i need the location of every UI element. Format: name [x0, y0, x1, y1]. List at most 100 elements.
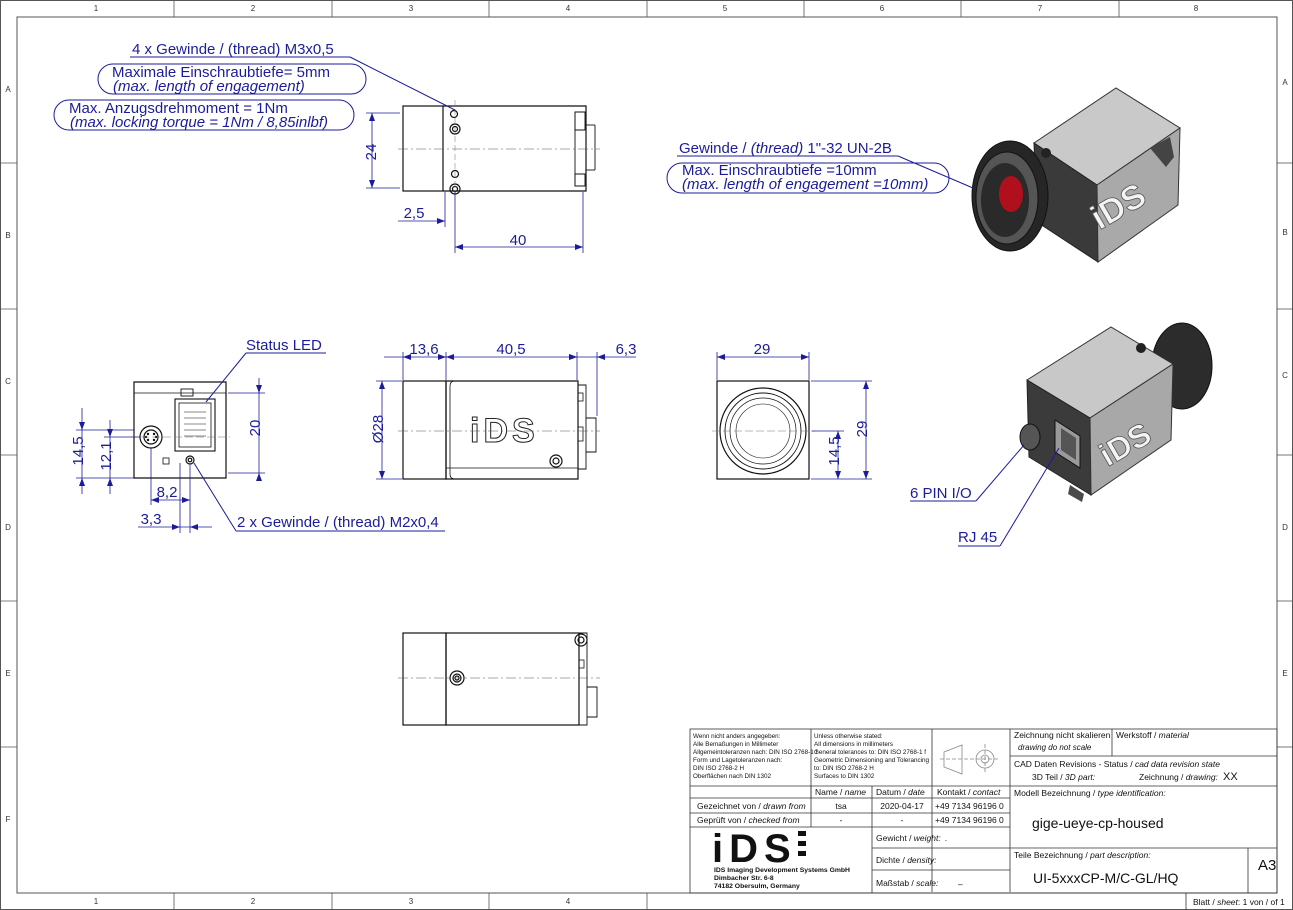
- depth-5-label: Maximale Einschraubtiefe= 5mm: [112, 64, 330, 81]
- iso-view-connector: iDS: [1019, 322, 1213, 502]
- sheet-size: A3: [1258, 857, 1276, 874]
- dim-28: Ø28: [370, 415, 387, 443]
- col-label: 1: [94, 4, 99, 13]
- depth-10-label-en: (max. length of engagement =10mm): [682, 176, 928, 193]
- row-label: C: [1282, 371, 1288, 380]
- drawn-date: 2020-04-17: [880, 801, 924, 811]
- company-logo: iDS: [712, 827, 806, 871]
- side-view: iDS: [398, 380, 600, 480]
- logo-wordmark: iDS: [712, 827, 797, 871]
- row-label: E: [5, 669, 10, 678]
- row-label: F: [6, 815, 11, 824]
- drawing-state-value: XX: [1223, 771, 1238, 783]
- col-label: 7: [1038, 4, 1043, 13]
- company-address: IDS Imaging Development Systems GmbH Dim…: [714, 867, 850, 890]
- dim-14-5-left: 14,5: [70, 436, 87, 465]
- dim-12-1: 12,1: [98, 441, 115, 470]
- svg-text:to: DIN ISO 2768-2 H: to: DIN ISO 2768-2 H: [814, 765, 874, 772]
- scale-label: Maßstab / scale:: [876, 878, 939, 888]
- dim-14-5-right: 14,5: [826, 436, 843, 465]
- model-label: Modell Bezeichnung / type identification…: [1014, 788, 1166, 798]
- no-scale-label: Zeichnung nicht skalieren: [1014, 730, 1111, 740]
- front-view: [130, 381, 230, 479]
- torque-label: Max. Anzugsdrehmoment = 1Nm: [69, 100, 288, 117]
- drawn-contact: +49 7134 96196 0: [935, 801, 1004, 811]
- depth-5-label-en: (max. length of engagement): [113, 78, 305, 95]
- general-notes: Wenn nicht anders angegeben: Alle Bemaßu…: [693, 733, 930, 780]
- rj45-label: RJ 45: [958, 529, 997, 546]
- status-led-label: Status LED: [246, 337, 322, 354]
- title-block-fields: Zeichnung nicht skalieren drawing do not…: [697, 730, 1285, 907]
- top-view: [398, 100, 600, 200]
- row-label: E: [1282, 669, 1287, 678]
- thread-m3-callout: 4 x Gewinde / (thread) M3x0,5: [132, 41, 334, 58]
- c-thread-callout: Gewinde / (thread) 1"-32 UN-2B: [679, 140, 892, 157]
- callout-frames: [53, 56, 1060, 547]
- row-label: D: [1282, 523, 1288, 532]
- scale-value: –: [958, 879, 963, 889]
- dimension-arrows: [79, 113, 869, 530]
- lens-view: [712, 380, 815, 480]
- torque-label-en: (max. locking torque = 1Nm / 8,85inlbf): [70, 114, 328, 131]
- col-date: Datum / date: [876, 787, 925, 797]
- weight-label: Gewicht / weight:.: [876, 833, 947, 843]
- col-label: 3: [409, 897, 414, 906]
- thread-m2-callout: 2 x Gewinde / (thread) M2x0,4: [237, 514, 439, 531]
- dim-24: 24: [363, 144, 380, 161]
- svg-text:All dimensions in millimeters: All dimensions in millimeters: [814, 741, 893, 748]
- grid-labels: 1 2 3 4 5 6 7 8 1 2 3 4 A B C D E F A B …: [5, 4, 1288, 906]
- svg-text:Unless otherwise stated:: Unless otherwise stated:: [814, 733, 883, 740]
- checked-by-name: -: [840, 815, 843, 825]
- material-label: Werkstoff / material: [1116, 730, 1190, 740]
- svg-text:Allgemeintoleranzen nach: DIN: Allgemeintoleranzen nach: DIN ISO 2768-1…: [693, 749, 818, 756]
- no-scale-label-en: drawing do not scale: [1018, 743, 1092, 752]
- svg-text:Geometric Dimensioning and Tol: Geometric Dimensioning and Tolerancing: [814, 757, 930, 764]
- projection-symbol: [940, 744, 999, 775]
- row-label: D: [5, 523, 11, 532]
- col-label: 2: [251, 897, 256, 906]
- col-name: Name / name: [815, 787, 866, 797]
- col-label: 4: [566, 897, 571, 906]
- drawn-by-label: Gezeichnet von / drawn from: [697, 801, 806, 811]
- dim-40-5: 40,5: [496, 341, 525, 358]
- col-label: 1: [94, 897, 99, 906]
- svg-text:Surfaces to DIN 1302: Surfaces to DIN 1302: [814, 773, 875, 780]
- part3d-label: 3D Teil / 3D part:: [1032, 772, 1096, 782]
- cad-status-label: CAD Daten Revisions - Status / cad data …: [1014, 759, 1220, 769]
- col-label: 4: [566, 4, 571, 13]
- svg-text:Alle Bemaßungen in Millimeter: Alle Bemaßungen in Millimeter: [693, 741, 778, 748]
- svg-text:General tolerances to: DIN ISO: General tolerances to: DIN ISO 2768-1 f: [814, 749, 926, 756]
- row-label: A: [5, 85, 11, 94]
- dim-8-2: 8,2: [157, 484, 178, 501]
- bottom-view: [398, 632, 600, 726]
- dim-2-5: 2,5: [404, 205, 425, 222]
- depth-10-label: Max. Einschraubtiefe =10mm: [682, 162, 877, 179]
- col-label: 2: [251, 4, 256, 13]
- part-value: UI-5xxxCP-M/C-GL/HQ: [1033, 870, 1179, 886]
- drawn-by-name: tsa: [835, 801, 847, 811]
- title-block-lines: [689, 728, 1278, 910]
- row-label: B: [5, 231, 10, 240]
- row-label: A: [1282, 78, 1288, 87]
- density-label: Dichte / density:: [876, 855, 937, 865]
- col-label: 5: [723, 4, 728, 13]
- dimension-values: 24 2,5 40 13,6 40,5 6,3 Ø28 29 29 14,5 1…: [70, 144, 871, 528]
- dimension-lines: [76, 112, 872, 533]
- checked-by-label: Geprüft von / checked from: [697, 815, 800, 825]
- svg-text:Dimbacher Str. 6-8: Dimbacher Str. 6-8: [714, 875, 774, 882]
- dim-40: 40: [510, 232, 527, 249]
- col-label: 6: [880, 4, 885, 13]
- model-value: gige-ueye-cp-housed: [1032, 815, 1164, 831]
- pin-io-label: 6 PIN I/O: [910, 485, 972, 502]
- dim-6-3: 6,3: [616, 341, 637, 358]
- dim-29-height: 29: [854, 421, 871, 438]
- row-label: B: [1282, 228, 1287, 237]
- svg-text:Oberflächen nach DIN 1302: Oberflächen nach DIN 1302: [693, 773, 772, 780]
- dim-13-6: 13,6: [409, 341, 438, 358]
- drawing-state-label: Zeichnung / drawing:: [1139, 772, 1219, 782]
- checked-date: -: [901, 815, 904, 825]
- iso-view-lens: iDS: [971, 87, 1181, 263]
- col-contact: Kontakt / contact: [937, 787, 1001, 797]
- svg-text:DIN ISO 2768-2 H: DIN ISO 2768-2 H: [693, 765, 745, 772]
